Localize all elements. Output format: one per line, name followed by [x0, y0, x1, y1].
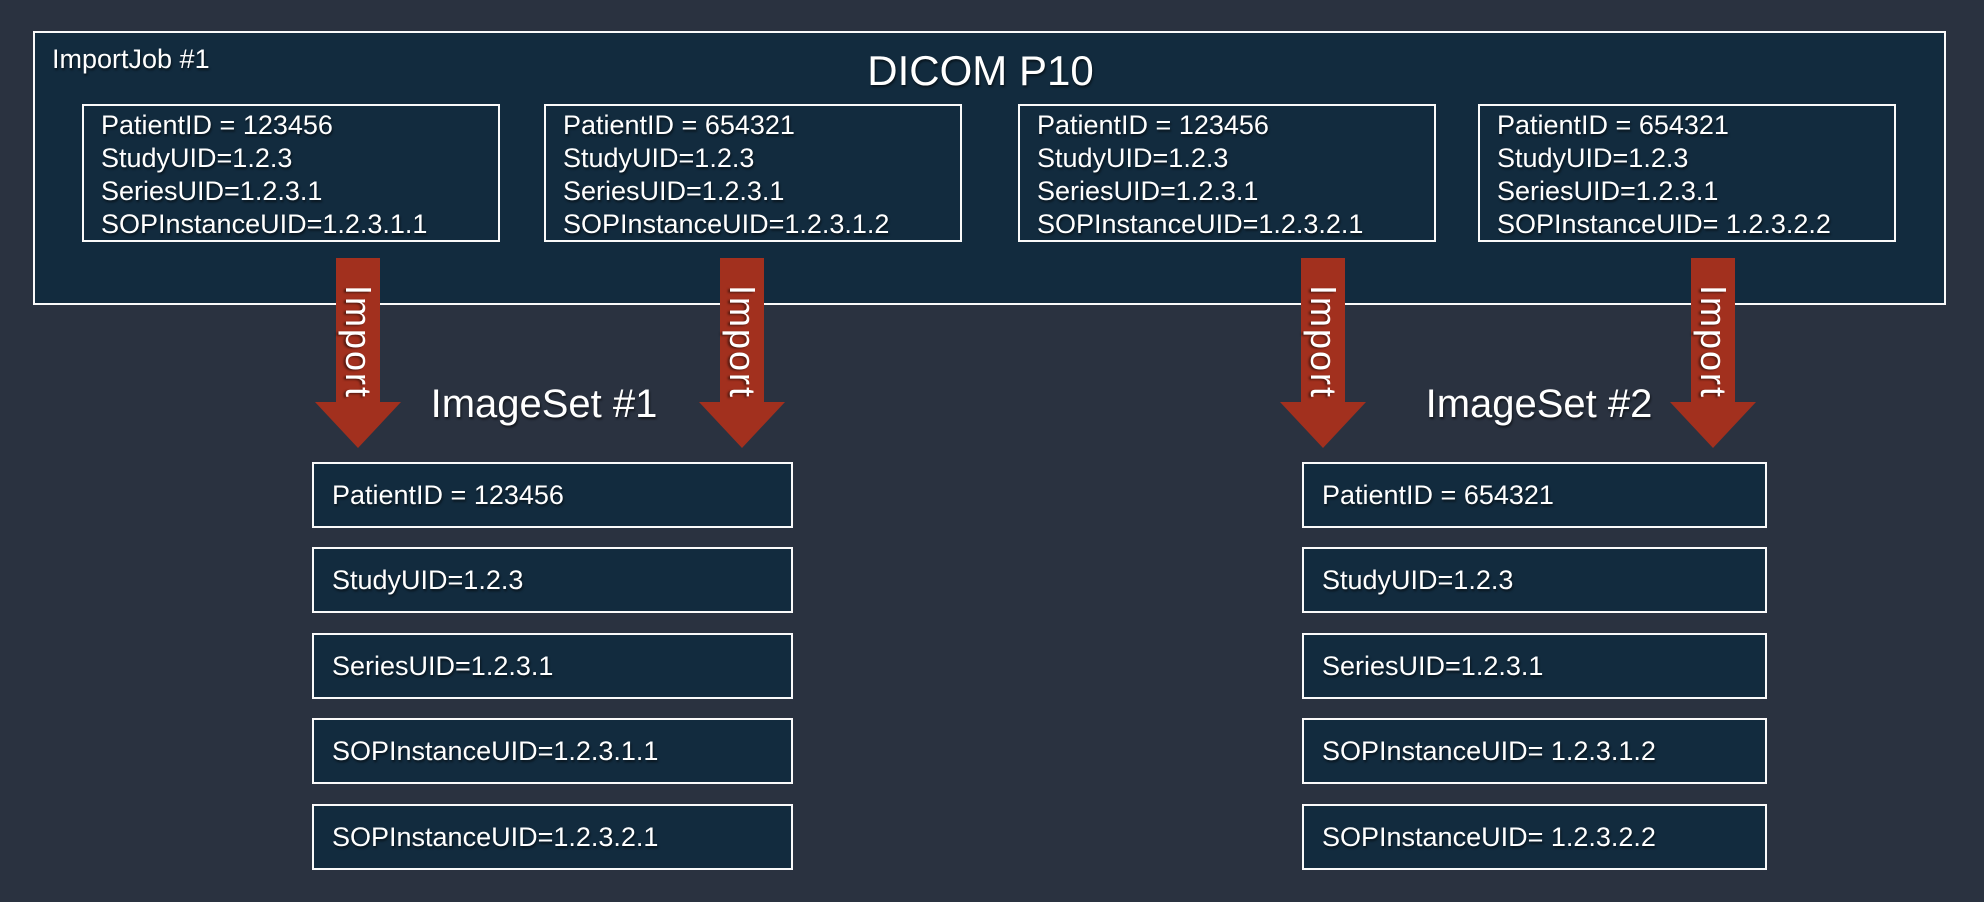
imageset-row-label: PatientID = 123456 [332, 479, 564, 510]
dicom-attribute-line: SeriesUID=1.2.3.1 [563, 176, 785, 206]
import-job-label: ImportJob #1 [52, 44, 210, 74]
import-arrow-label: Import [1303, 284, 1344, 400]
dicom-attribute-line: PatientID = 123456 [101, 110, 333, 140]
dicom-attribute-line: StudyUID=1.2.3 [563, 143, 755, 173]
imageset-row: StudyUID=1.2.3 [1302, 547, 1767, 613]
import-arrow-label: Import [722, 284, 763, 400]
import-arrow: Import [699, 258, 785, 448]
import-arrow-label-wrap: Import [1670, 272, 1756, 412]
imageset-row-label: SOPInstanceUID=1.2.3.1.1 [332, 735, 659, 766]
imageset-title: ImageSet #1 [430, 382, 658, 426]
dicom-attribute-line: StudyUID=1.2.3 [1037, 143, 1229, 173]
down-arrow-icon [1670, 258, 1756, 448]
imageset-row-label: SeriesUID=1.2.3.1 [1322, 650, 1544, 681]
dicom-attribute-line: SeriesUID=1.2.3.1 [1497, 176, 1719, 206]
import-arrow: Import [315, 258, 401, 448]
dicom-attribute-line: PatientID = 123456 [1037, 110, 1269, 140]
imageset-row-label: PatientID = 654321 [1322, 479, 1554, 510]
import-arrow-label: Import [1693, 284, 1734, 400]
dicom-attribute-line: SeriesUID=1.2.3.1 [101, 176, 323, 206]
dicom-attribute-line: SOPInstanceUID=1.2.3.1.2 [563, 209, 890, 239]
imageset-row: PatientID = 123456 [312, 462, 793, 528]
down-arrow-icon [699, 258, 785, 448]
import-arrow-label-wrap: Import [315, 272, 401, 412]
dicom-attribute-line: SOPInstanceUID= 1.2.3.2.2 [1497, 209, 1831, 239]
dicom-attribute-line: PatientID = 654321 [1497, 110, 1729, 140]
imageset-row: SeriesUID=1.2.3.1 [1302, 633, 1767, 699]
down-arrow-icon [1280, 258, 1366, 448]
import-arrow-label-wrap: Import [699, 272, 785, 412]
imageset-row: SeriesUID=1.2.3.1 [312, 633, 793, 699]
dicom-attribute-line: SeriesUID=1.2.3.1 [1037, 176, 1259, 206]
dicom-p10-title: DICOM P10 [867, 47, 1094, 94]
imageset-row-label: StudyUID=1.2.3 [332, 564, 524, 595]
dicom-attribute-line: SOPInstanceUID=1.2.3.1.1 [101, 209, 428, 239]
dicom-attribute-line: StudyUID=1.2.3 [1497, 143, 1689, 173]
import-arrow: Import [1670, 258, 1756, 448]
dicom-attribute-line: SOPInstanceUID=1.2.3.2.1 [1037, 209, 1364, 239]
import-arrow: Import [1280, 258, 1366, 448]
imageset-row-label: SOPInstanceUID=1.2.3.2.1 [332, 821, 659, 852]
imageset-row: StudyUID=1.2.3 [312, 547, 793, 613]
dicom-attribute-line: StudyUID=1.2.3 [101, 143, 293, 173]
imageset-row: SOPInstanceUID=1.2.3.1.1 [312, 718, 793, 784]
down-arrow-icon [315, 258, 401, 448]
imageset-row-label: SOPInstanceUID= 1.2.3.1.2 [1322, 735, 1656, 766]
import-arrow-label-wrap: Import [1280, 272, 1366, 412]
imageset-title: ImageSet #2 [1425, 382, 1653, 426]
imageset-row-label: SOPInstanceUID= 1.2.3.2.2 [1322, 821, 1656, 852]
imageset-row: PatientID = 654321 [1302, 462, 1767, 528]
imageset-row: SOPInstanceUID= 1.2.3.2.2 [1302, 804, 1767, 870]
imageset-row: SOPInstanceUID= 1.2.3.1.2 [1302, 718, 1767, 784]
imageset-row-label: SeriesUID=1.2.3.1 [332, 650, 554, 681]
imageset-row-label: StudyUID=1.2.3 [1322, 564, 1514, 595]
dicom-attribute-line: PatientID = 654321 [563, 110, 795, 140]
import-arrow-label: Import [338, 284, 379, 400]
imageset-row: SOPInstanceUID=1.2.3.2.1 [312, 804, 793, 870]
